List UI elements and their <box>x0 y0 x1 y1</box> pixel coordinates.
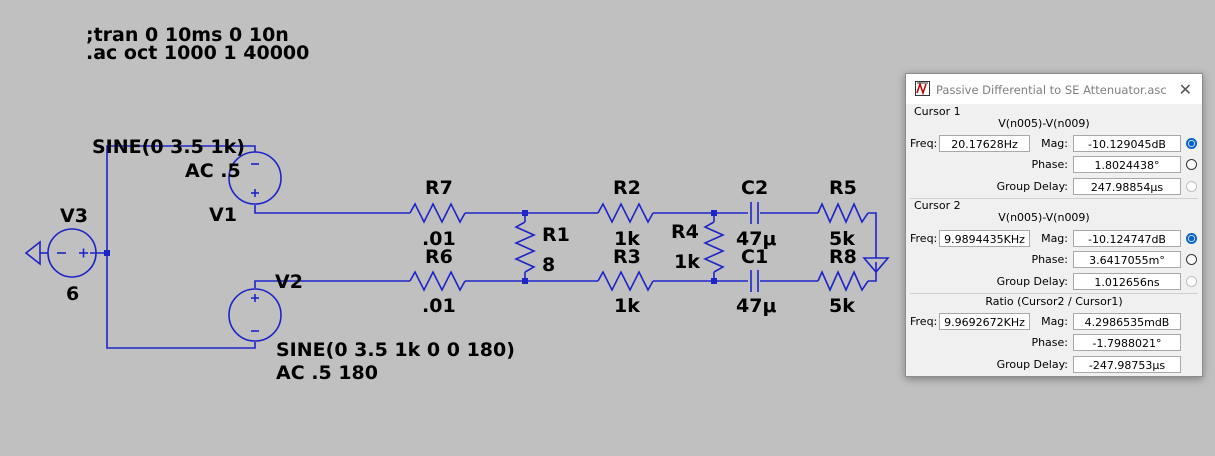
tran-directive[interactable]: ;tran 0 10ms 0 10n <box>86 24 289 46</box>
r7-value[interactable]: .01 <box>422 228 456 250</box>
r8-resistor[interactable] <box>817 270 869 292</box>
section-divider <box>910 198 1198 199</box>
cursor-readout-window[interactable]: Passive Differential to SE Attenuator.as… <box>905 73 1203 377</box>
cursor2-section: Cursor 2 V(n005)-V(n009) Freq: 9.9894435… <box>906 199 1202 294</box>
r1-resistor[interactable] <box>514 221 536 273</box>
section-divider <box>910 293 1198 294</box>
cursor1-freq-field[interactable]: 20.17628Hz <box>939 135 1030 152</box>
cursor1-mag-label: Mag: <box>1041 137 1068 150</box>
cursor1-section: Cursor 1 V(n005)-V(n009) Freq: 20.17628H… <box>906 104 1202 199</box>
cursor1-phase-radio[interactable] <box>1186 159 1197 170</box>
r1-name[interactable]: R1 <box>542 224 570 246</box>
cursor1-group-delay-radio[interactable] <box>1186 181 1197 192</box>
cursor2-group-delay-radio[interactable] <box>1186 276 1197 287</box>
ratio-group-delay-field[interactable]: -247.98753µs <box>1073 356 1181 373</box>
ratio-section: Ratio (Cursor2 / Cursor1) Freq: 9.969267… <box>906 294 1202 374</box>
v2-source[interactable] <box>228 288 282 342</box>
v1-sine-value[interactable]: SINE(0 3.5 1k) <box>92 136 245 158</box>
r8-name[interactable]: R8 <box>829 246 857 268</box>
cursor2-phase-field[interactable]: 3.6417055m° <box>1073 251 1181 268</box>
window-title: Passive Differential to SE Attenuator.as… <box>936 83 1167 97</box>
v1-ac-value[interactable]: AC .5 <box>185 160 241 182</box>
cursor1-phase-label: Phase: <box>1031 158 1068 171</box>
r6-resistor[interactable] <box>409 270 466 292</box>
ratio-phase-label: Phase: <box>1031 336 1068 349</box>
r5-name[interactable]: R5 <box>829 177 857 199</box>
ground-symbol-left <box>24 240 48 266</box>
v2-sine-value[interactable]: SINE(0 3.5 1k 0 0 180) <box>276 339 515 361</box>
cursor1-trace-name: V(n005)-V(n009) <box>998 117 1090 130</box>
r6-name[interactable]: R6 <box>425 246 453 268</box>
r4-value[interactable]: 1k <box>674 251 700 273</box>
v1-source[interactable] <box>228 151 282 205</box>
cursor1-mag-field[interactable]: -10.129045dB <box>1073 135 1181 152</box>
v2-ac-value[interactable]: AC .5 180 <box>276 362 378 384</box>
r1-value[interactable]: 8 <box>542 254 555 276</box>
r6-value[interactable]: .01 <box>422 295 456 317</box>
cursor2-trace-name: V(n005)-V(n009) <box>998 211 1090 224</box>
r2-name[interactable]: R2 <box>613 177 641 199</box>
ltspice-app-icon <box>915 81 930 96</box>
r2-resistor[interactable] <box>597 202 654 224</box>
c1-value[interactable]: 47μ <box>736 295 776 317</box>
ratio-freq-label: Freq: <box>910 315 938 328</box>
c2-name[interactable]: C2 <box>741 177 768 199</box>
r3-resistor[interactable] <box>597 270 654 292</box>
ac-directive[interactable]: .ac oct 1000 1 40000 <box>86 42 309 64</box>
ratio-mag-label: Mag: <box>1041 315 1068 328</box>
cursor1-legend: Cursor 1 <box>914 105 961 118</box>
v3-value[interactable]: 6 <box>66 283 79 305</box>
cursor1-group-delay-label: Group Delay: <box>996 180 1068 193</box>
v2-name[interactable]: V2 <box>275 271 303 293</box>
r8-value[interactable]: 5k <box>829 295 855 317</box>
r4-name[interactable]: R4 <box>671 221 699 243</box>
r5-resistor[interactable] <box>817 202 869 224</box>
wires <box>90 145 877 349</box>
c1-capacitor[interactable] <box>750 270 759 292</box>
cursor2-mag-label: Mag: <box>1041 232 1068 245</box>
ratio-title: Ratio (Cursor2 / Cursor1) <box>985 295 1123 308</box>
ratio-group-delay-label: Group Delay: <box>996 358 1068 371</box>
r2-value[interactable]: 1k <box>614 228 640 250</box>
r4-resistor[interactable] <box>703 221 725 273</box>
cursor1-freq-label: Freq: <box>910 137 938 150</box>
r5-value[interactable]: 5k <box>829 228 855 250</box>
v1-name[interactable]: V1 <box>209 204 237 226</box>
cursor2-group-delay-field[interactable]: 1.012656ns <box>1073 273 1181 290</box>
ratio-freq-field[interactable]: 9.9692672KHz <box>939 313 1030 330</box>
r7-name[interactable]: R7 <box>425 177 453 199</box>
ratio-phase-field[interactable]: -1.7988021° <box>1073 334 1181 351</box>
cursor2-mag-field[interactable]: -10.124747dB <box>1073 230 1181 247</box>
junction-nodes <box>104 210 717 284</box>
cursor2-group-delay-label: Group Delay: <box>996 275 1068 288</box>
cursor2-phase-label: Phase: <box>1031 253 1068 266</box>
v3-source[interactable] <box>47 228 97 278</box>
ratio-mag-field[interactable]: 4.2986535mdB <box>1073 313 1181 330</box>
cursor1-phase-field[interactable]: 1.8024438° <box>1073 156 1181 173</box>
cursor1-group-delay-field[interactable]: 247.98854µs <box>1073 178 1181 195</box>
r7-resistor[interactable] <box>409 202 466 224</box>
cursor2-freq-label: Freq: <box>910 232 938 245</box>
cursor2-phase-radio[interactable] <box>1186 254 1197 265</box>
c1-name[interactable]: C1 <box>741 246 768 268</box>
cursor2-legend: Cursor 2 <box>914 199 961 212</box>
ground-symbol-right <box>862 257 890 274</box>
close-icon[interactable]: ✕ <box>1178 80 1192 99</box>
c2-capacitor[interactable] <box>750 202 759 224</box>
r3-value[interactable]: 1k <box>614 295 640 317</box>
c2-value[interactable]: 47μ <box>736 228 776 250</box>
cursor1-mag-radio[interactable] <box>1186 138 1197 149</box>
cursor2-mag-radio[interactable] <box>1186 233 1197 244</box>
window-titlebar[interactable]: Passive Differential to SE Attenuator.as… <box>906 74 1202 104</box>
v3-name[interactable]: V3 <box>60 205 88 227</box>
cursor2-freq-field[interactable]: 9.9894435KHz <box>939 230 1030 247</box>
r3-name[interactable]: R3 <box>613 246 641 268</box>
